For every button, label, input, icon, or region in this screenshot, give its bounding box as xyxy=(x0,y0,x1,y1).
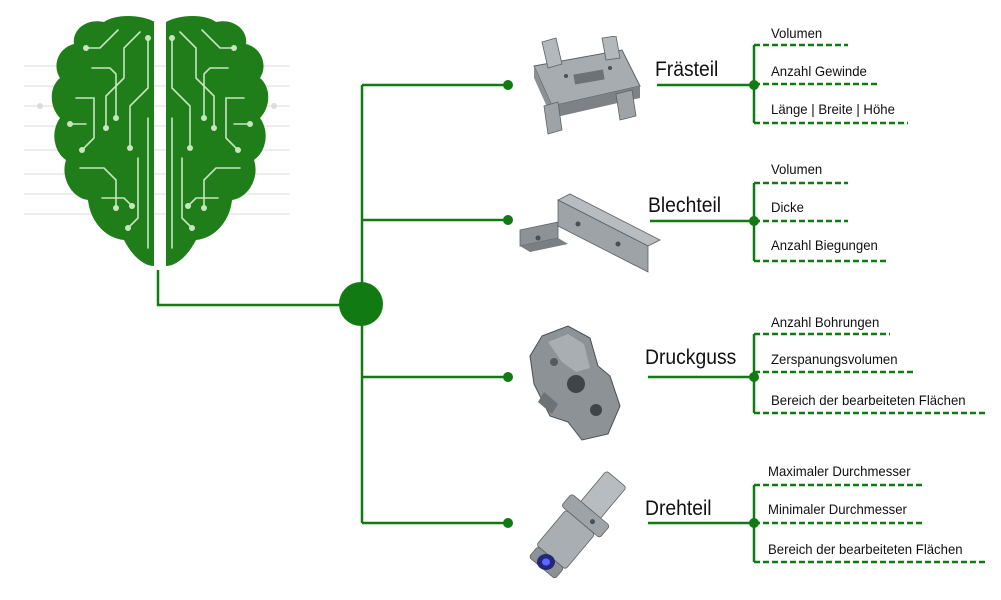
feature-label-druckguss-3: Bereich der bearbeiteten Flächen xyxy=(771,392,966,408)
milled-part-icon xyxy=(533,36,641,135)
branch-node-drehteil xyxy=(503,518,513,528)
feature-label-fraesteil-3: Länge | Breite | Höhe xyxy=(771,101,895,117)
feature-label-fraesteil-1: Volumen xyxy=(771,25,823,41)
category-label-blechteil: Blechteil xyxy=(648,194,722,217)
feature-label-blechteil-3: Anzahl Biegungen xyxy=(771,237,878,253)
brain-to-hub-connector xyxy=(156,270,360,307)
branch-node-blechteil xyxy=(503,215,513,225)
feature-label-blechteil-2: Dicke xyxy=(771,199,804,215)
feature-label-drehteil-3: Bereich der bearbeiteten Flächen xyxy=(768,541,963,557)
die-cast-part-icon xyxy=(529,325,621,441)
feature-label-druckguss-2: Zerspanungsvolumen xyxy=(771,351,898,367)
feature-node-druckguss xyxy=(749,372,759,382)
branch-node-druckguss xyxy=(503,372,513,382)
category-label-drehteil: Drehteil xyxy=(645,497,712,520)
feature-label-blechteil-1: Volumen xyxy=(771,161,823,177)
feature-label-drehteil-2: Minimaler Durchmesser xyxy=(768,501,907,517)
turned-part-icon xyxy=(529,471,626,579)
sheet-metal-part-icon xyxy=(519,193,661,273)
hub-node xyxy=(339,282,383,326)
branch-node-fraesteil xyxy=(503,80,513,90)
category-label-fraesteil: Frästeil xyxy=(655,58,719,81)
feature-label-druckguss-1: Anzahl Bohrungen xyxy=(771,314,880,330)
circuit-brain-icon xyxy=(24,16,290,266)
category-label-druckguss: Druckguss xyxy=(645,346,737,369)
feature-label-fraesteil-2: Anzahl Gewinde xyxy=(771,63,867,79)
feature-label-drehteil-1: Maximaler Durchmesser xyxy=(768,463,911,479)
